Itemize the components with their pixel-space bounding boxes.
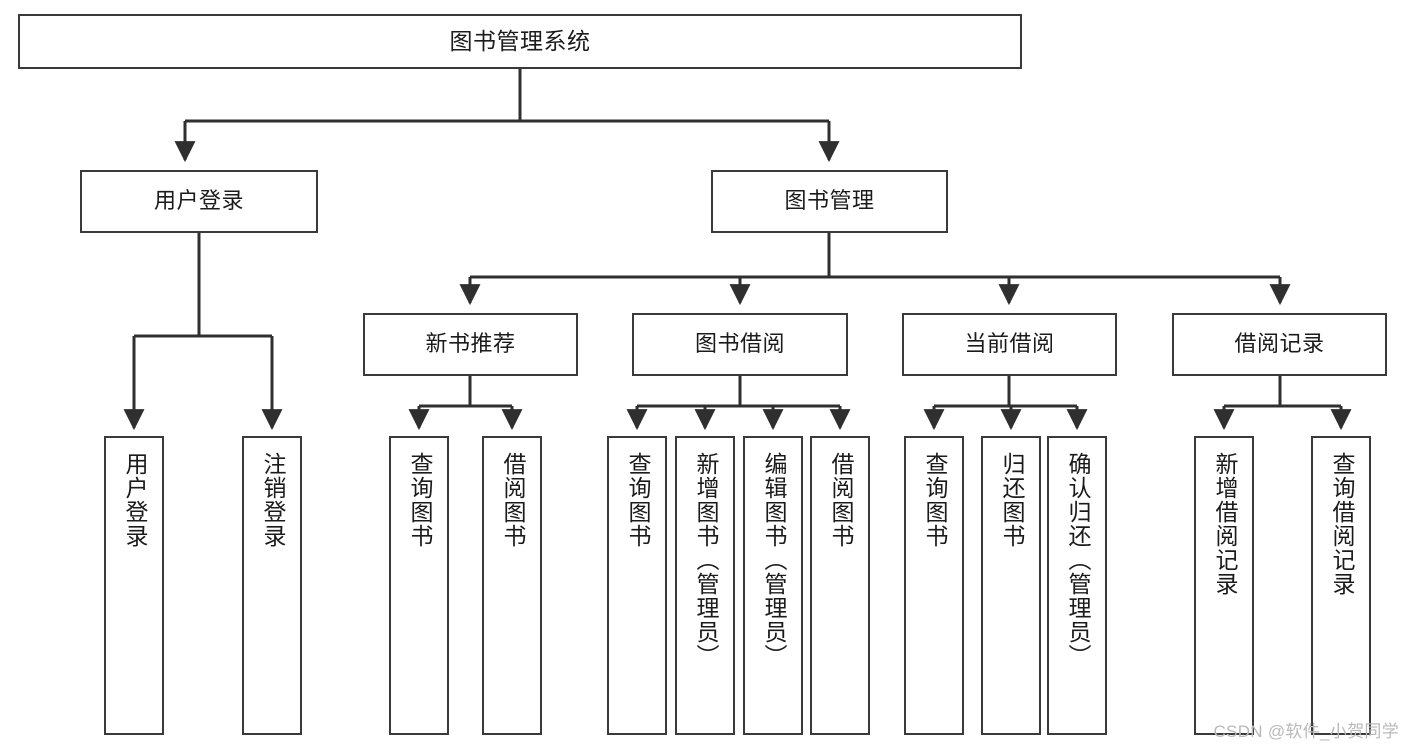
node-book-manage-label: 图书管理 [784,188,875,214]
node-user-login[interactable]: 用户登录 [80,170,318,233]
node-leaf-add-book[interactable]: 新增图书（管理员） [675,436,735,735]
node-leaf-borrow-book-2[interactable]: 借阅图书 [810,436,870,735]
node-leaf-edit-book[interactable]: 编辑图书（管理员） [743,436,803,735]
node-leaf-query-record-label: 查询借阅记录 [1328,452,1355,596]
node-book-manage[interactable]: 图书管理 [711,170,948,233]
node-new-book-recommend-label: 新书推荐 [425,331,516,357]
node-leaf-add-record[interactable]: 新增借阅记录 [1194,436,1254,735]
node-current-borrow-label: 当前借阅 [964,331,1055,357]
node-leaf-query-book-2[interactable]: 查询图书 [607,436,667,735]
node-borrow-record[interactable]: 借阅记录 [1172,313,1387,376]
node-leaf-borrow-book-2-label: 借阅图书 [827,452,854,548]
node-leaf-logout-label: 注销登录 [259,452,286,548]
node-leaf-user-login-label: 用户登录 [121,452,148,548]
node-leaf-query-book-3-label: 查询图书 [921,452,948,548]
node-borrow-record-label: 借阅记录 [1234,331,1325,357]
node-leaf-query-record[interactable]: 查询借阅记录 [1311,436,1371,735]
node-user-login-label: 用户登录 [153,188,244,214]
node-leaf-confirm-return[interactable]: 确认归还（管理员） [1047,436,1107,735]
node-book-borrow[interactable]: 图书借阅 [632,313,848,376]
node-leaf-query-book-3[interactable]: 查询图书 [904,436,964,735]
node-leaf-return-book[interactable]: 归还图书 [981,436,1041,735]
node-leaf-borrow-book-1-label: 借阅图书 [499,452,526,548]
node-leaf-logout[interactable]: 注销登录 [242,436,302,735]
node-leaf-query-book-1-label: 查询图书 [406,452,433,548]
node-current-borrow[interactable]: 当前借阅 [902,313,1117,376]
node-leaf-query-book-2-label: 查询图书 [624,452,651,548]
node-leaf-user-login[interactable]: 用户登录 [104,436,164,735]
node-leaf-add-book-label: 新增图书（管理员） [692,452,719,668]
node-root[interactable]: 图书管理系统 [18,14,1022,69]
node-new-book-recommend[interactable]: 新书推荐 [363,313,578,376]
node-leaf-edit-book-label: 编辑图书（管理员） [760,452,787,668]
node-leaf-return-book-label: 归还图书 [998,452,1025,548]
node-book-borrow-label: 图书借阅 [694,331,785,357]
node-leaf-query-book-1[interactable]: 查询图书 [389,436,449,735]
node-leaf-add-record-label: 新增借阅记录 [1211,452,1238,596]
node-leaf-borrow-book-1[interactable]: 借阅图书 [482,436,542,735]
node-leaf-confirm-return-label: 确认归还（管理员） [1064,452,1091,668]
node-root-label: 图书管理系统 [449,27,591,54]
watermark-text: CSDN @软件_小贺同学 [1213,722,1399,741]
